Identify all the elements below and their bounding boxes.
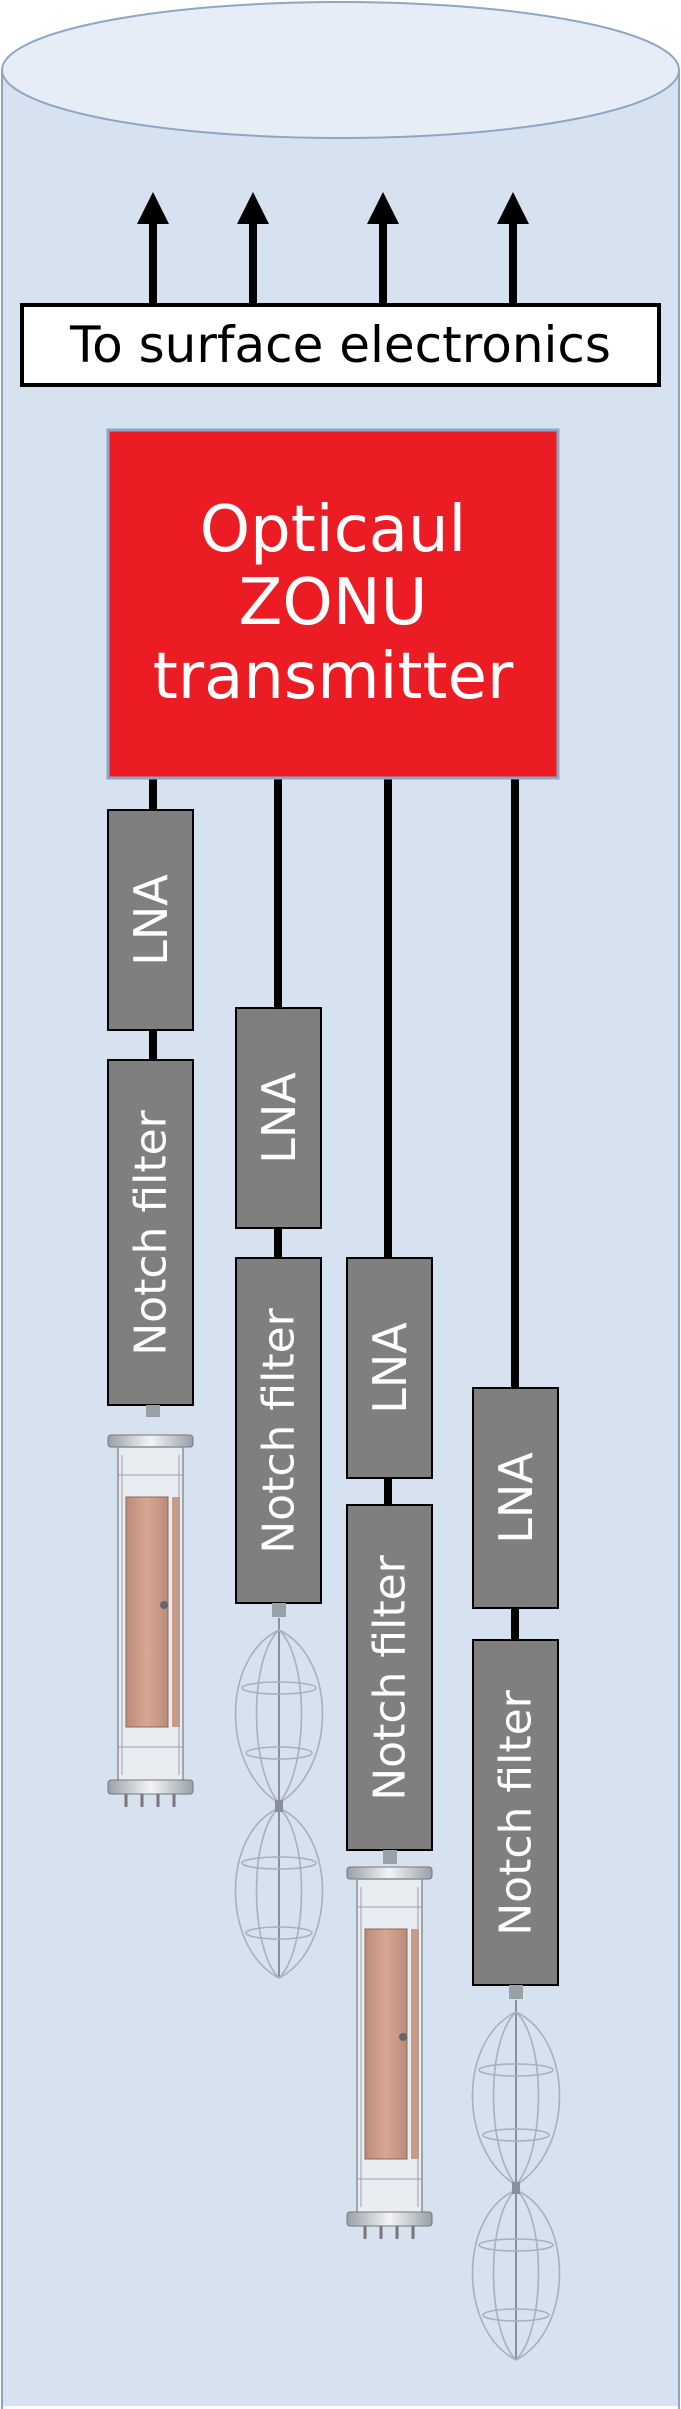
lna-label-box-3: LNA bbox=[347, 1258, 432, 1478]
notch-filter-box-4 bbox=[472, 1639, 559, 1986]
cylindrical-antenna-3 bbox=[346, 1866, 433, 2239]
notch-filter-label: Notch filter bbox=[125, 1109, 176, 1356]
borehole-body bbox=[2, 70, 679, 2406]
transmitter-line-2: ZONU bbox=[238, 566, 428, 641]
header-box bbox=[20, 303, 661, 387]
lna-label: LNA bbox=[362, 1322, 417, 1414]
lna-box-3 bbox=[346, 1257, 433, 1479]
cage-antenna-4 bbox=[471, 2000, 561, 2361]
lna-box-4 bbox=[472, 1387, 559, 1609]
lna-box-2 bbox=[235, 1007, 322, 1229]
uplink-arrows bbox=[137, 192, 529, 305]
lna-label: LNA bbox=[251, 1072, 306, 1164]
lna-box-1 bbox=[107, 809, 194, 1031]
notch-filter-box-3 bbox=[346, 1504, 433, 1851]
transmitter-box bbox=[106, 428, 560, 780]
cage-antenna-2 bbox=[234, 1618, 324, 1979]
notch-filter-label-box-4: Notch filter bbox=[473, 1640, 558, 1985]
borehole-top-ellipse bbox=[1, 1, 680, 139]
transmitter-line-3: transmitter bbox=[152, 639, 514, 714]
connector-2 bbox=[272, 1603, 286, 1617]
lna-label: LNA bbox=[123, 874, 178, 966]
notch-filter-label: Notch filter bbox=[490, 1689, 541, 1936]
lna-label-box-4: LNA bbox=[473, 1388, 558, 1608]
notch-filter-label: Notch filter bbox=[364, 1554, 415, 1801]
header-label-box: To surface electronics bbox=[22, 305, 659, 385]
notch-filter-box-1 bbox=[107, 1059, 194, 1406]
lna-label-box-2: LNA bbox=[236, 1008, 321, 1228]
header-label: To surface electronics bbox=[70, 316, 611, 374]
lna-label-box-1: LNA bbox=[108, 810, 193, 1030]
cylindrical-antenna-1 bbox=[107, 1434, 194, 1807]
transmitter-line-1: Opticaul bbox=[199, 492, 467, 567]
notch-filter-label-box-2: Notch filter bbox=[236, 1258, 321, 1603]
connector-3 bbox=[383, 1850, 397, 1864]
notch-filter-label: Notch filter bbox=[253, 1307, 304, 1554]
notch-filter-label-box-3: Notch filter bbox=[347, 1505, 432, 1850]
lna-label: LNA bbox=[488, 1452, 543, 1544]
notch-filter-label-box-1: Notch filter bbox=[108, 1060, 193, 1405]
transmitter-label-box: Opticaul ZONU transmitter bbox=[108, 430, 558, 778]
connector-4 bbox=[509, 1985, 523, 1999]
connector-1 bbox=[146, 1405, 160, 1417]
